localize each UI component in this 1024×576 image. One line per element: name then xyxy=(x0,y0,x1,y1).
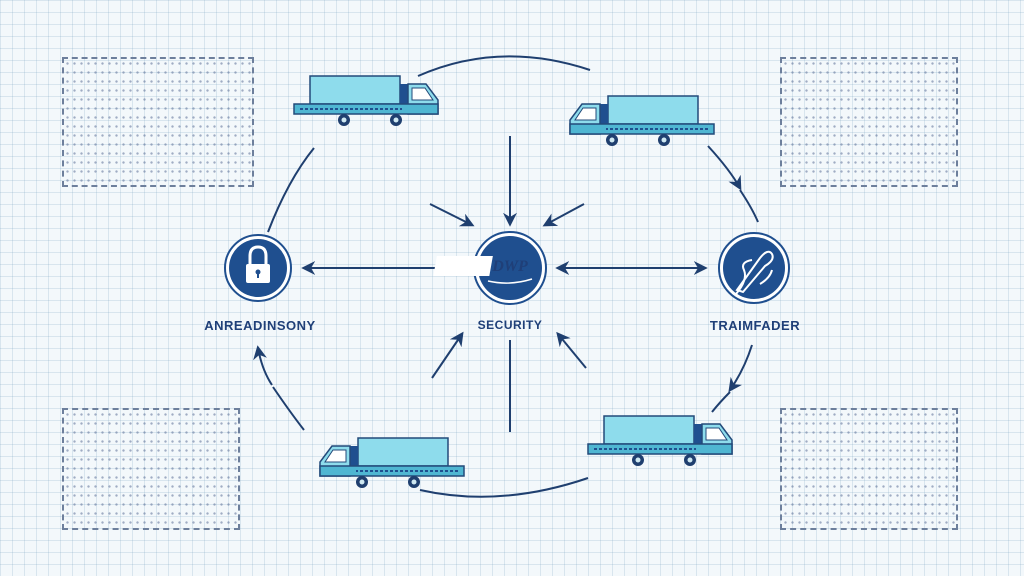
arc-top-left xyxy=(267,147,315,233)
arrow-top-right-diag xyxy=(542,203,585,227)
signature-node xyxy=(718,232,790,304)
arc-bottom xyxy=(419,477,589,498)
arc-bottom-left-1 xyxy=(253,345,273,386)
text-panel-bottom-left xyxy=(62,408,240,530)
security-node: DWP xyxy=(433,231,547,305)
cycle-arcs xyxy=(253,55,759,498)
truck-top-left-icon xyxy=(293,75,439,127)
arrow-top-left-diag xyxy=(429,203,475,227)
text-panel-bottom-right xyxy=(780,408,958,530)
padlock-node xyxy=(224,234,292,302)
arrow-bottom-right-diag xyxy=(556,331,587,369)
connector-arrows xyxy=(301,136,708,432)
truck-bottom-left-icon xyxy=(319,437,465,489)
arc-bottom-right-2 xyxy=(711,391,731,413)
center-badge-text: DWP xyxy=(491,258,528,275)
arc-bottom-left-2 xyxy=(272,386,305,431)
node-label-left: ANREADINSONY xyxy=(204,318,316,333)
arc-top xyxy=(417,55,591,77)
arc-top-right-2 xyxy=(739,189,759,223)
arc-bottom-right-1 xyxy=(728,344,753,393)
arc-top-right-1 xyxy=(707,145,742,191)
truck-top-right-icon xyxy=(569,95,715,147)
signature-pen-icon xyxy=(735,250,774,295)
truck-bottom-right-icon xyxy=(587,415,733,467)
arrow-bottom-left-diag xyxy=(431,331,464,379)
text-panel-top-right xyxy=(780,57,958,187)
node-label-right: TRAIMFADER xyxy=(709,318,801,333)
node-label-center: SECURITY xyxy=(477,318,543,332)
text-panel-top-left xyxy=(62,57,254,187)
padlock-icon xyxy=(246,245,270,283)
